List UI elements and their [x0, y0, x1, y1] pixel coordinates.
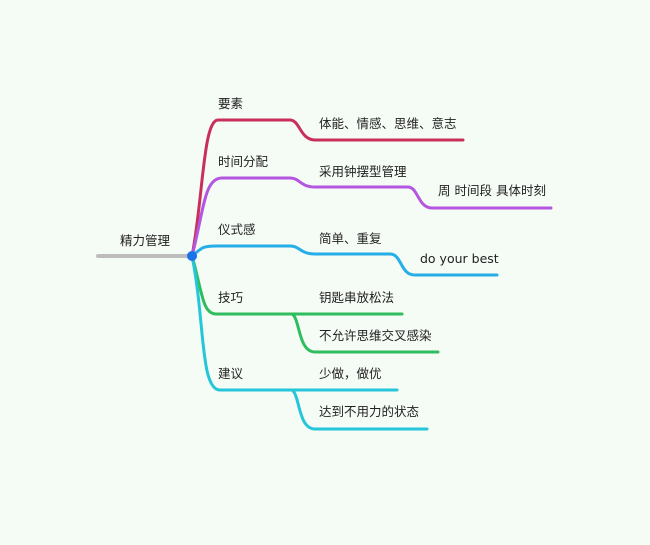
branch-b3-grandchild-line: [388, 252, 499, 277]
branch-topic-b5[interactable]: 建议: [218, 366, 244, 381]
branch-line-b3: [190, 244, 292, 258]
branch-b2-grandchild-line: [406, 185, 553, 210]
branch-b2-child-line: [288, 176, 410, 189]
subtopic-b4-2[interactable]: 不允许思维交叉感染: [319, 328, 432, 343]
subtopic-b3-1[interactable]: 简单、重复: [319, 231, 382, 246]
branch-topic-b1[interactable]: 要素: [218, 96, 244, 111]
subtopic-b1-1[interactable]: 体能、情感、思维、意志: [319, 116, 457, 131]
subtopic-b3-1-1[interactable]: do your best: [420, 251, 499, 266]
subtopic-b5-2[interactable]: 达到不用力的状态: [319, 404, 420, 419]
root-junction-dot: [187, 251, 197, 261]
branch-topic-b2[interactable]: 时间分配: [218, 154, 269, 169]
branch-line-b2: [190, 176, 292, 258]
branch-topic-b3[interactable]: 仪式感: [218, 222, 256, 237]
subtopic-b4-1[interactable]: 钥匙串放松法: [319, 290, 395, 305]
branch-b3-child-line: [288, 244, 392, 256]
branch-line-b1: [190, 118, 292, 258]
branch-line-b5: [190, 254, 399, 392]
branch-topic-b4[interactable]: 技巧: [218, 290, 244, 305]
subtopic-b5-1[interactable]: 少做，做优: [319, 366, 382, 381]
root-topic[interactable]: 精力管理: [120, 233, 171, 248]
branch-b1-child-line: [288, 118, 465, 142]
branch-b5-child2-line: [290, 388, 429, 431]
subtopic-b2-1[interactable]: 采用钟摆型管理: [319, 164, 407, 179]
subtopic-b2-1-1[interactable]: 周 时间段 具体时刻: [438, 183, 546, 198]
branch-b4-child2-line: [290, 312, 440, 354]
